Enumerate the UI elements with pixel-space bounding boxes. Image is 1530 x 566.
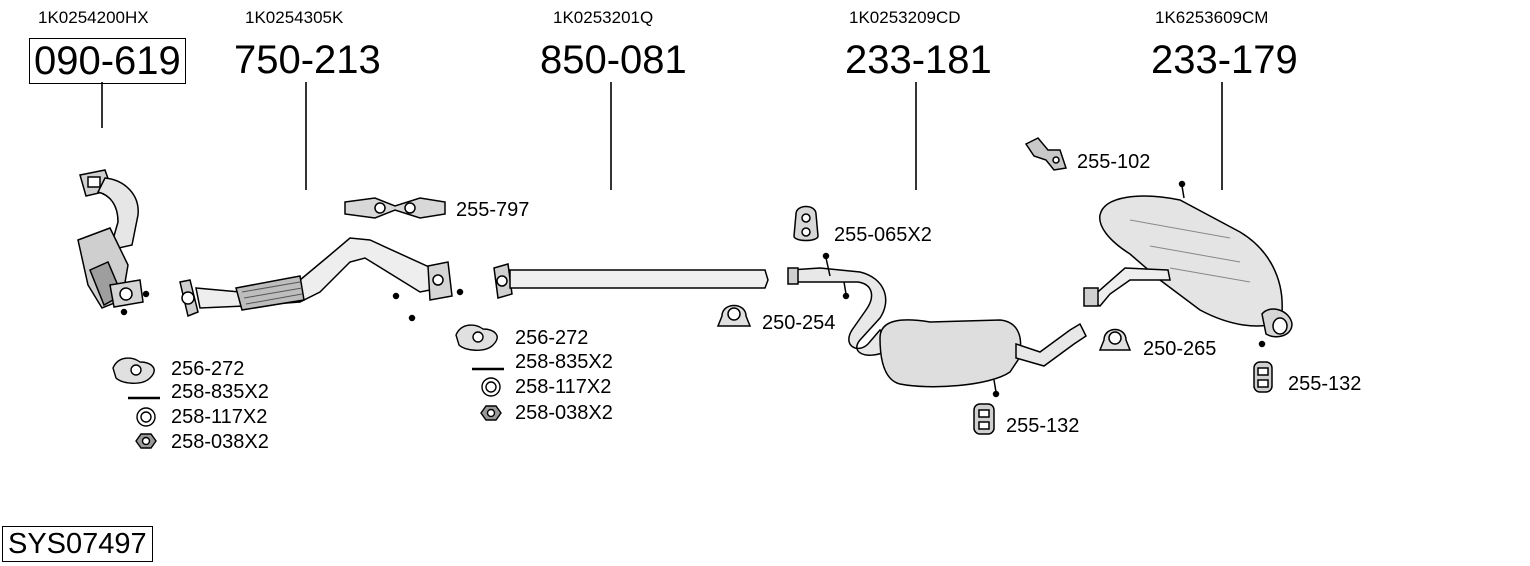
label-bracket-102[interactable]: 255-102 [1077, 151, 1151, 173]
front-pipe-drawing [179, 237, 464, 322]
oem-number-middle-pipe: 1K0253201Q [553, 8, 654, 27]
mount-065-drawing [793, 205, 819, 242]
label-group1-nut[interactable]: 258-038X2 [171, 431, 269, 453]
oem-number-catalytic-converter: 1K0254200HX [38, 8, 149, 27]
label-clamp-254[interactable]: 250-254 [762, 312, 836, 334]
part-number-centre-silencer[interactable]: 233-181 [845, 38, 992, 82]
accessory-group-2-icons [455, 324, 504, 421]
label-gasket-797[interactable]: 255-797 [456, 199, 530, 221]
label-group2-washer[interactable]: 258-117X2 [515, 376, 612, 398]
label-group2-gasket[interactable]: 256-272 [515, 327, 589, 349]
label-group1-bolt[interactable]: 258-835X2 [171, 381, 269, 403]
middle-pipe-drawing [493, 263, 769, 299]
label-group2-bolt[interactable]: 258-835X2 [515, 351, 613, 373]
label-group2-nut[interactable]: 258-038X2 [515, 402, 613, 424]
label-clamp-265[interactable]: 250-265 [1143, 338, 1217, 360]
bracket-102-drawing [1024, 137, 1067, 171]
hanger-132-lower-drawing [973, 403, 995, 435]
label-hanger-132-right[interactable]: 255-132 [1288, 373, 1362, 395]
oem-number-front-pipe: 1K0254305K [245, 8, 344, 27]
part-number-catalytic-converter[interactable]: 090-619 [29, 38, 186, 84]
clamp-254-drawing [716, 304, 752, 327]
label-mount-065[interactable]: 255-065X2 [834, 224, 932, 246]
label-hanger-132-lower[interactable]: 255-132 [1006, 415, 1080, 437]
oem-number-rear-silencer: 1K6253609CM [1155, 8, 1269, 27]
gasket-797-drawing [344, 197, 446, 219]
oem-number-centre-silencer: 1K0253209CD [849, 8, 961, 27]
label-group1-gasket[interactable]: 256-272 [171, 358, 245, 380]
part-number-middle-pipe[interactable]: 850-081 [540, 38, 687, 82]
part-number-rear-silencer[interactable]: 233-179 [1151, 38, 1298, 82]
hanger-132-right-drawing [1253, 361, 1273, 393]
label-group1-washer[interactable]: 258-117X2 [171, 406, 268, 428]
catalytic-converter-drawing [77, 169, 150, 316]
rear-silencer-drawing [1083, 180, 1293, 348]
clamp-265-drawing [1098, 328, 1132, 351]
system-number: SYS07497 [2, 526, 153, 562]
part-number-front-pipe[interactable]: 750-213 [234, 38, 381, 82]
centre-silencer-drawing [787, 252, 1087, 398]
accessory-group-1-icons [112, 357, 160, 449]
